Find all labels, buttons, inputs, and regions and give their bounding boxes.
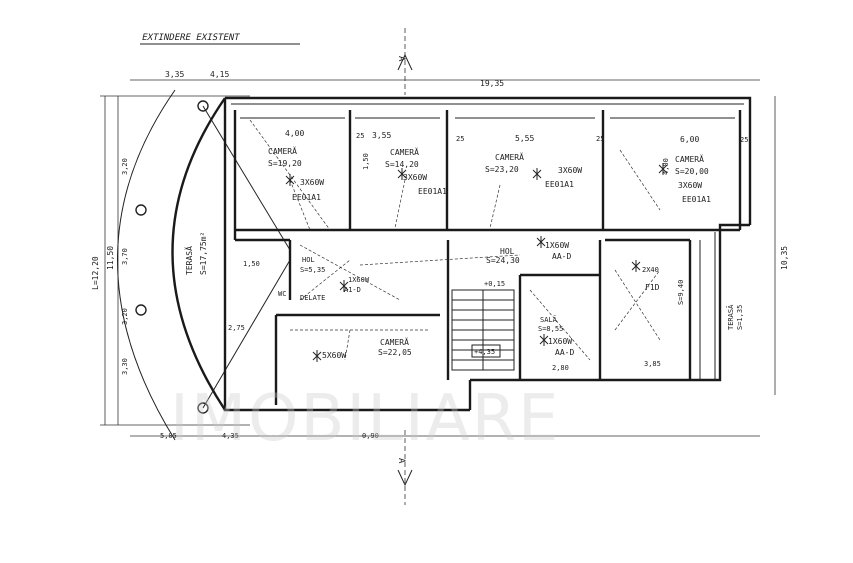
dim-right-10-35: 10,35	[780, 246, 789, 270]
svg-text:S=23,20: S=23,20	[485, 165, 519, 174]
room-bath: 2X40 F1D S=9,40	[614, 266, 685, 341]
terrace-right	[699, 232, 716, 380]
dim-int-5-55: 5,55	[515, 134, 534, 143]
section-mark-bottom: A	[396, 430, 413, 505]
terrace-left-label: TERASĂ	[183, 246, 194, 275]
svg-text:CAMERĂ: CAMERĂ	[675, 153, 704, 164]
svg-text:CAMERĂ: CAMERĂ	[495, 151, 524, 162]
dim-int-6-00: 6,00	[680, 135, 699, 144]
svg-text:3X60W: 3X60W	[403, 173, 427, 182]
svg-text:HOL: HOL	[500, 247, 515, 256]
dim-int-3-55: 3,55	[372, 131, 391, 140]
dim-int-4-00: 4,00	[285, 129, 304, 138]
drawing-title: EXTINDERE EXISTENT	[141, 33, 241, 43]
svg-text:CAMERĂ: CAMERĂ	[380, 336, 409, 347]
dim-left-3-20-b: 3,20	[121, 308, 129, 325]
section-mark-top: A	[396, 28, 413, 95]
svg-text:HOL: HOL	[302, 256, 315, 264]
svg-text:CAMERĂ: CAMERĂ	[390, 146, 419, 157]
dim-top-3-35: 3,35	[165, 70, 184, 79]
svg-text:AA-D: AA-D	[552, 252, 571, 261]
svg-text:AA-D: AA-D	[555, 348, 574, 357]
svg-text:S=19,20: S=19,20	[268, 159, 302, 168]
dim-bottom-0-90: 0,90	[362, 432, 379, 440]
svg-text:S=20,00: S=20,00	[675, 167, 709, 176]
svg-text:EE01A1: EE01A1	[418, 187, 447, 196]
svg-text:SALĂ: SALĂ	[540, 315, 558, 324]
stair-level-mark-2: +0,15	[484, 280, 505, 288]
svg-text:S=24,30: S=24,30	[486, 256, 520, 265]
svg-text:3X60W: 3X60W	[558, 166, 582, 175]
outer-walls	[223, 96, 752, 412]
room-2: CAMERĂ S=14,20 3X60W EE01A1	[385, 146, 447, 229]
room-1: CAMERĂ S=19,20 3X60W EE01A1	[249, 119, 331, 231]
interior-walls	[233, 110, 742, 405]
watermark: IMOBILIARE	[170, 382, 560, 456]
svg-text:5X60W: 5X60W	[322, 351, 346, 360]
svg-text:S=8,55: S=8,55	[538, 325, 563, 333]
room-3: CAMERĂ S=23,20 3X60W EE01A1	[485, 151, 582, 229]
dim-int-25-a: 25	[356, 132, 364, 140]
dim-top-19-35: 19,35	[480, 79, 504, 88]
terrace-right-label: TERASĂ	[726, 304, 735, 330]
stair	[451, 289, 515, 371]
svg-text:3X60W: 3X60W	[678, 181, 702, 190]
svg-text:F1D: F1D	[645, 283, 660, 292]
toilet-label: WC	[278, 290, 286, 298]
dim-int-25-c: 25	[596, 135, 604, 143]
svg-text:A: A	[396, 458, 406, 464]
dim-left-l: L=12,20	[91, 256, 100, 290]
dim-bottom-5-05: 5,05	[160, 432, 177, 440]
svg-text:S=14,20: S=14,20	[385, 160, 419, 169]
svg-text:1X60W: 1X60W	[348, 276, 370, 284]
dimension-lines	[100, 79, 776, 437]
dim-left-3-20-a: 3,20	[121, 158, 129, 175]
svg-text:S=22,05: S=22,05	[378, 348, 412, 357]
terrace-curve	[117, 89, 291, 441]
terrace-right-area: S=1,35	[736, 305, 744, 330]
room-4: CAMERĂ S=20,00 3X60W EE01A1	[619, 149, 711, 211]
dim-int-2-80: 2,80	[552, 364, 569, 372]
svg-text:S=9,40: S=9,40	[677, 280, 685, 305]
svg-text:1X60W: 1X60W	[545, 241, 569, 250]
svg-text:1X60W: 1X60W	[548, 337, 572, 346]
veranda-label: DELATE	[300, 294, 325, 302]
svg-text:3X60W: 3X60W	[300, 178, 324, 187]
svg-text:A1-D: A1-D	[344, 286, 361, 294]
svg-text:EE01A1: EE01A1	[545, 180, 574, 189]
room-camera-bottom: CAMERĂ S=22,05 5X60W	[290, 329, 430, 361]
dim-left-3-70: 3,70	[121, 248, 129, 265]
dim-top-4-15: 4,15	[210, 70, 229, 79]
dim-bottom-4-35: 4,35	[222, 432, 239, 440]
dim-int-1-50: 1,50	[243, 260, 260, 268]
room-sala: SALĂ S=8,55 1X60W AA-D	[529, 289, 591, 361]
dim-left-11-50: 11,50	[106, 246, 115, 270]
room-hol-small: HOL S=5,35 1X60W A1-D	[299, 244, 401, 301]
room-hol: HOL S=24,30 1X60W AA-D	[359, 241, 571, 266]
dim-int-25-d: 25	[740, 136, 748, 144]
svg-text:2X40: 2X40	[642, 266, 659, 274]
dim-int-2-75: 2,75	[228, 324, 245, 332]
svg-text:EE01A1: EE01A1	[682, 195, 711, 204]
dim-int-3-85: 3,85	[644, 360, 661, 368]
stair-level-mark: +4,35	[474, 348, 495, 356]
terrace-left-area: S=17,75m²	[199, 232, 208, 275]
svg-text:S=5,35: S=5,35	[300, 266, 325, 274]
dim-left-3-30: 3,30	[121, 358, 129, 375]
light-fixture-symbols	[285, 163, 668, 362]
svg-text:A: A	[396, 56, 406, 62]
dim-int-1-50-b: 1,50	[362, 153, 370, 170]
svg-text:CAMERĂ: CAMERĂ	[268, 145, 297, 156]
dim-int-25-b: 25	[456, 135, 464, 143]
